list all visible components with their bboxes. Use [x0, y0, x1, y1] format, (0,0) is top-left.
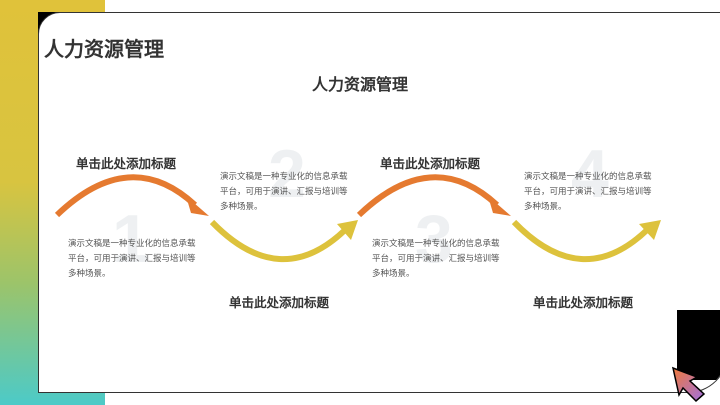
step-number-3: 3: [415, 201, 453, 277]
step-title-4: 单击此处添加标题: [533, 295, 634, 310]
step-title-3: 单击此处添加标题: [380, 156, 481, 171]
step-text-3: 演示文稿是一种专业化的信息承载平台，可用于演讲、汇报与培训等多种场景。: [372, 239, 500, 279]
slide-heading: 人力资源管理: [311, 75, 408, 94]
step-number-4: 4: [571, 136, 609, 212]
corner-decoration-br: [677, 310, 720, 380]
page-title: 人力资源管理: [44, 37, 164, 61]
step-title-1: 单击此处添加标题: [76, 156, 177, 171]
arrow-3: [356, 174, 511, 218]
arrow-4: [511, 219, 661, 262]
cursor-arrow-icon: [671, 366, 706, 403]
step-text-2: 演示文稿是一种专业化的信息承载平台，可用于演讲、汇报与培训等多种场景。: [220, 172, 348, 212]
arrow-1: [54, 174, 209, 218]
step-number-2: 2: [268, 136, 306, 212]
step-text-4: 演示文稿是一种专业化的信息承载平台，可用于演讲、汇报与培训等多种场景。: [524, 172, 652, 212]
step-number-1: 1: [112, 201, 150, 277]
slide-card: [38, 12, 720, 393]
arrow-2: [209, 219, 358, 262]
step-text-1: 演示文稿是一种专业化的信息承载平台，可用于演讲、汇报与培训等多种场景。: [68, 239, 196, 279]
step-title-2: 单击此处添加标题: [229, 295, 330, 310]
